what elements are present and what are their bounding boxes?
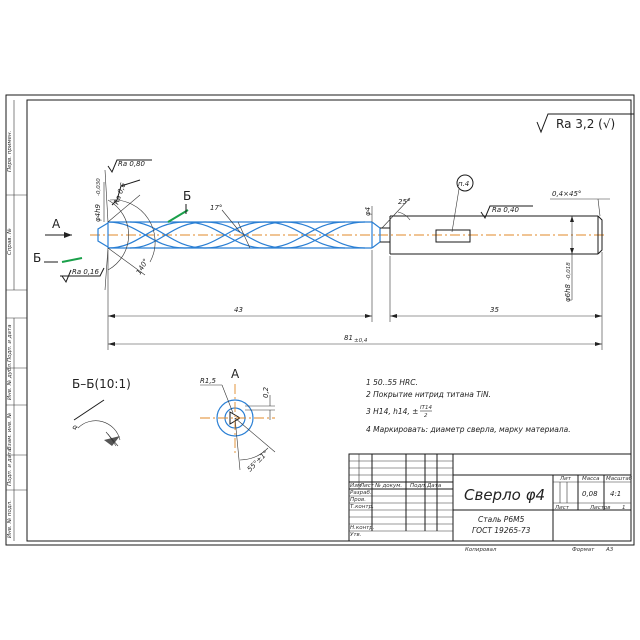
dim-tip-diameter: φ4h9 -0,030 <box>94 178 105 222</box>
section-b-top: Б <box>183 189 191 203</box>
technical-notes: 1 50..55 HRC. 2 Покрытие нитрид титана T… <box>366 378 571 434</box>
section-title: Б–Б(10:1) <box>72 377 131 391</box>
sidebar-label-2: Справ. № <box>7 228 13 255</box>
note-2: 2 Покрытие нитрид титана TiN. <box>366 390 491 399</box>
tb-prov: Пров. <box>350 497 366 503</box>
balloon-note4: п.4 <box>451 174 474 233</box>
tb-date: Дата <box>426 483 442 489</box>
d35-label: 35 <box>490 306 499 314</box>
dim-140-angle: 140° <box>107 194 156 276</box>
d81-tol: ±0,4 <box>354 338 368 344</box>
dim-43: 43 <box>107 250 373 350</box>
sidebar-label-7: Инв. № подл. <box>7 500 13 538</box>
section-b-indicator: Б Б <box>33 189 191 265</box>
sidebar-label-6: Подп. и дата <box>7 448 13 486</box>
ra040-mark: Ra 0,40 <box>480 205 533 220</box>
tb-razrab: Разраб. <box>350 490 372 496</box>
dim-shank-dia: φ6h8 -0,018 <box>564 216 574 302</box>
general-roughness-label: Ra 3,2 (√) <box>556 117 615 131</box>
ang140-label: 140° <box>135 257 150 276</box>
note-3-frac-bot: 2 <box>424 413 428 419</box>
tb-mass: 0,08 <box>582 490 598 498</box>
d81-label: 81 <box>344 334 353 342</box>
tip-dia-tol: -0,030 <box>96 178 102 196</box>
ra040-label: Ra 0,40 <box>492 206 520 214</box>
tb-doc: № докум. <box>374 483 402 489</box>
tb-utv: Утв. <box>350 532 362 538</box>
dim-81: 81 ±0,4 <box>108 334 602 346</box>
tb-sheet: Лист <box>554 505 570 511</box>
tb-col-lit: Лит <box>559 476 572 482</box>
tb-tkontr: Т.контр. <box>350 504 374 510</box>
note-1: 1 50..55 HRC. <box>366 378 418 387</box>
phi4-label: φ4 <box>364 207 372 216</box>
footer-copied: Копировал <box>465 547 497 553</box>
sidebar-label-3: Подп. и дата <box>7 324 13 362</box>
marking-area <box>435 229 471 243</box>
section-angle-mark: α <box>71 423 79 432</box>
dim-35: 35 <box>389 252 603 350</box>
outer-frame <box>5 94 635 546</box>
sidebar-label-5: Взам. инв. № <box>7 412 13 450</box>
shank-dia-tol: -0,018 <box>566 262 572 280</box>
tb-sheets: Листов <box>589 505 611 511</box>
d43-label: 43 <box>234 306 243 314</box>
sidebar-label-4: Инв. № дубл. <box>7 362 13 400</box>
dim-chamfer: 0,4×45° <box>550 190 610 217</box>
ra016-mark: Ra 0,16 <box>60 267 105 284</box>
ra080-mark: Ra 0,80 <box>107 159 152 174</box>
note-4: 4 Маркировать: диаметр сверла, марку мат… <box>366 425 571 434</box>
view-a-label: А <box>52 217 61 231</box>
drill-working-part <box>97 221 381 249</box>
title-block: Изм Лист № докум. Подп. Дата Разраб. Про… <box>348 453 633 542</box>
drill-shank <box>380 215 603 255</box>
tb-sheets-count: 1 <box>622 505 626 511</box>
tb-nkontr: Н.контр. <box>350 525 375 531</box>
sidebar-stamp: Перв. примен. Справ. № Подп. и дата Инв.… <box>6 100 27 541</box>
tb-col-scale: Масштаб <box>606 476 633 482</box>
ang25-label: 25° <box>398 198 410 206</box>
tb-izm: Изм <box>350 483 361 489</box>
tip-dia-label: φ4h9 <box>94 203 102 222</box>
general-roughness: Ra 3,2 (√) <box>536 113 634 134</box>
detail-a-label: А <box>231 367 240 381</box>
dim-25-angle: 25° <box>381 197 410 229</box>
dim-17-angle: 17° <box>210 204 251 249</box>
sidebar-label-1: Перв. примен. <box>7 130 13 172</box>
view-a-arrow: А <box>45 217 72 238</box>
shank-dia-label: φ6h8 <box>564 283 572 302</box>
footer-format-val: А3 <box>605 547 614 553</box>
ang17-label: 17° <box>210 204 222 212</box>
balloon-label: п.4 <box>458 180 469 188</box>
note-3: 3 H14, h14, ± <box>366 407 418 416</box>
tb-list: Лист <box>359 483 375 489</box>
material-line-2: ГОСТ 19265-73 <box>472 526 531 535</box>
footer-format: Формат <box>572 547 595 553</box>
ang55-label: 55°±1° <box>246 449 270 473</box>
ra016-label: Ra 0,16 <box>72 268 100 276</box>
dim-phi4-neck: φ4 <box>364 206 373 222</box>
part-name: Сверло φ4 <box>464 486 545 504</box>
detail-view-a: А R1,5 0,2 55°±1° <box>200 367 276 473</box>
section-b-bottom: Б <box>33 251 41 265</box>
tb-col-mass: Масса <box>582 476 600 482</box>
note-3-frac-top: IT14 <box>420 405 432 411</box>
chamfer-label: 0,4×45° <box>552 190 581 198</box>
inner-frame <box>26 99 632 542</box>
d02-label: 0,2 <box>262 386 270 398</box>
ra080-label: Ra 0,80 <box>118 160 146 168</box>
section-view-bb: Б–Б(10:1) α <box>71 377 131 447</box>
tb-sign: Подп. <box>410 483 427 489</box>
tb-scale: 4:1 <box>610 490 621 498</box>
r15-label: R1,5 <box>200 377 217 385</box>
material-line-1: Сталь Р6М5 <box>478 515 525 524</box>
